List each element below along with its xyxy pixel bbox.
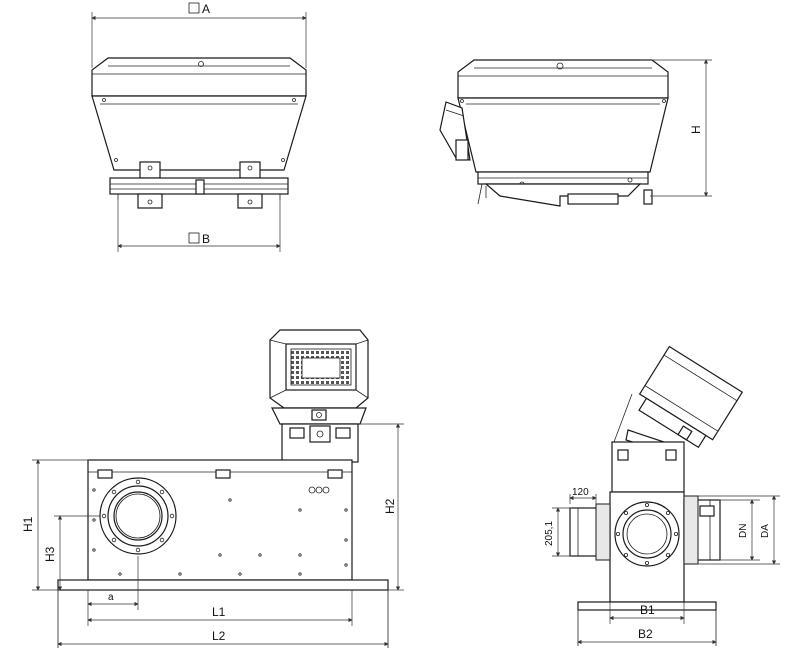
front-view: A B [91,2,307,252]
label-DN: DN [738,524,749,538]
label-L1: L1 [212,605,226,619]
label-A: A [202,2,210,16]
label-120: 120 [572,487,589,498]
label-B: B [202,232,210,246]
label-H2: H2 [383,498,397,514]
label-L2: L2 [212,629,226,643]
label-H3: H3 [43,546,57,562]
label-205-1: 205,1 [544,521,555,546]
square-symbol-icon [188,2,200,14]
label-a: a [108,592,114,603]
end-view: 120 205,1 DN DA B1 B2 [544,345,780,646]
label-B2: B2 [638,627,653,641]
label-B1: B1 [640,603,655,617]
label-DA: DA [760,524,771,538]
label-H1: H1 [21,516,35,532]
label-H: H [689,125,703,134]
side-view: H [439,59,712,207]
long-view: H1 H3 H2 a L1 L2 [21,329,404,648]
square-symbol-icon [188,232,200,244]
